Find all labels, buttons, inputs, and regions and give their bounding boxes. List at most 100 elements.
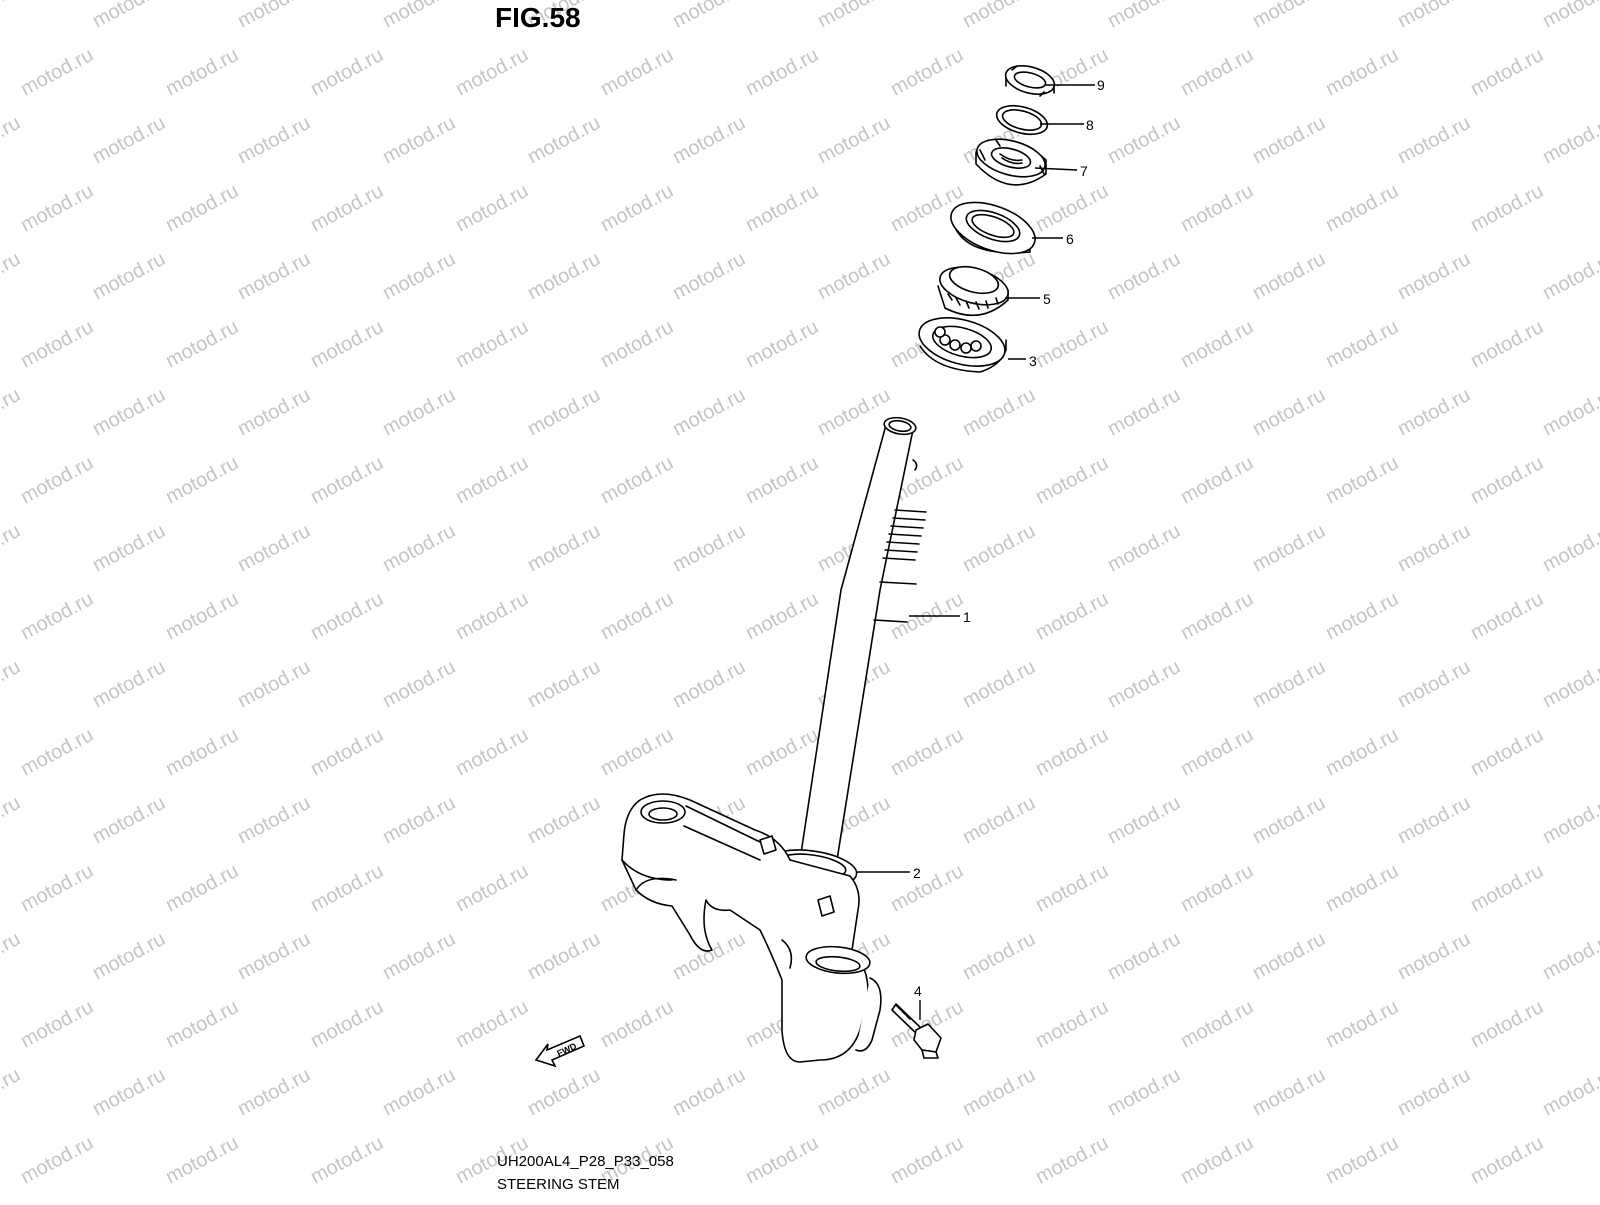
watermark-text: motod.ru: [742, 588, 822, 644]
watermark-text: motod.ru: [1322, 180, 1402, 236]
watermark-text: motod.ru: [17, 316, 97, 372]
watermark-text: motod.ru: [307, 588, 387, 644]
watermark-text: motod.ru: [597, 452, 677, 508]
watermark-text: motod.ru: [742, 1132, 822, 1188]
watermark-text: motod.ru: [887, 724, 967, 780]
watermark-text: motod.ru: [959, 520, 1039, 576]
watermark-text: motod.ru: [814, 0, 894, 32]
callout-2: 2: [913, 865, 921, 881]
watermark-text: motod.ru: [524, 248, 604, 304]
watermark-text: motod.ru: [0, 928, 24, 984]
watermark-text: motod.ru: [234, 520, 314, 576]
watermark-text: motod.ru: [959, 1064, 1039, 1120]
watermark-text: motod.ru: [597, 724, 677, 780]
watermark-text: motod.ru: [1249, 1064, 1329, 1120]
watermark-text: motod.ru: [89, 520, 169, 576]
watermark-text: motod.ru: [162, 452, 242, 508]
watermark-text: motod.ru: [17, 996, 97, 1052]
watermark-text: motod.ru: [17, 588, 97, 644]
watermark-text: motod.ru: [524, 112, 604, 168]
watermark-text: motod.ru: [1394, 520, 1474, 576]
watermark-text: motod.ru: [452, 996, 532, 1052]
watermark-text: motod.ru: [1177, 180, 1257, 236]
watermark-text: motod.ru: [1322, 860, 1402, 916]
watermark-text: motod.ru: [1032, 724, 1112, 780]
watermark-text: motod.ru: [234, 1064, 314, 1120]
watermark-text: motod.ru: [669, 520, 749, 576]
watermark-text: motod.ru: [814, 1064, 894, 1120]
watermark-text: motod.ru: [669, 384, 749, 440]
callout-6: 6: [1066, 231, 1074, 247]
watermark-text: motod.ru: [742, 180, 822, 236]
watermark-text: motod.ru: [1467, 860, 1547, 916]
watermark-text: motod.ru: [1104, 656, 1184, 712]
watermark-text: motod.ru: [162, 1132, 242, 1188]
watermark-text: motod.ru: [162, 588, 242, 644]
watermark-text: motod.ru: [814, 112, 894, 168]
watermark-text: motod.ru: [452, 452, 532, 508]
watermark-text: motod.ru: [234, 928, 314, 984]
watermark-text: motod.ru: [597, 996, 677, 1052]
watermark-text: motod.ru: [307, 316, 387, 372]
watermark-text: motod.ru: [0, 248, 24, 304]
callout-5: 5: [1043, 291, 1051, 307]
watermark-text: motod.ru: [17, 860, 97, 916]
watermark-text: motod.ru: [1032, 1132, 1112, 1188]
watermark-text: motod.ru: [1177, 44, 1257, 100]
watermark-text: motod.ru: [1394, 656, 1474, 712]
watermark-text: motod.ru: [597, 180, 677, 236]
watermark-text: motod.ru: [234, 248, 314, 304]
watermark-text: motod.ru: [17, 1132, 97, 1188]
figure-code: UH200AL4_P28_P33_058: [497, 1153, 674, 1170]
watermark-text: motod.ru: [89, 928, 169, 984]
watermark-text: motod.ru: [1394, 248, 1474, 304]
watermark-text: motod.ru: [669, 928, 749, 984]
watermark-text: motod.ru: [379, 1064, 459, 1120]
callout-1: 1: [963, 609, 971, 625]
watermark-text: motod.ru: [1032, 180, 1112, 236]
watermark-text: motod.ru: [1032, 316, 1112, 372]
watermark-text: motod.ru: [1104, 0, 1184, 32]
watermark-text: motod.ru: [1394, 1064, 1474, 1120]
watermark-text: motod.ru: [89, 112, 169, 168]
watermark-text: motod.ru: [1177, 860, 1257, 916]
watermark-text: motod.ru: [597, 588, 677, 644]
watermark-text: motod.ru: [379, 112, 459, 168]
watermark-text: motod.ru: [1177, 724, 1257, 780]
watermark-text: motod.ru: [234, 112, 314, 168]
watermark-text: motod.ru: [162, 180, 242, 236]
watermark-text: motod.ru: [307, 996, 387, 1052]
watermark-text: motod.ru: [1322, 724, 1402, 780]
watermark-text: motod.ru: [1104, 520, 1184, 576]
watermark-text: motod.ru: [524, 792, 604, 848]
watermark-text: motod.ru: [17, 44, 97, 100]
watermark-text: motod.ru: [1104, 384, 1184, 440]
watermark-text: motod.ru: [959, 384, 1039, 440]
part-3-lower-bearing[interactable]: [914, 309, 1010, 374]
watermark-text: motod.ru: [379, 0, 459, 32]
watermark-text: motod.ru: [1394, 112, 1474, 168]
watermark-text: motod.ru: [742, 724, 822, 780]
watermark-text: motod.ru: [162, 724, 242, 780]
watermark-text: motod.ru: [162, 996, 242, 1052]
watermark-text: motod.ru: [1249, 520, 1329, 576]
watermark-text: motod.ru: [742, 452, 822, 508]
watermark-text: motod.ru: [379, 656, 459, 712]
watermark-text: motod.ru: [1177, 1132, 1257, 1188]
watermark-text: motod.ru: [1467, 996, 1547, 1052]
watermark-text: motod.ru: [307, 44, 387, 100]
watermark-text: motod.ru: [89, 0, 169, 32]
watermark-text: motod.ru: [0, 520, 24, 576]
watermark-text: motod.ru: [452, 588, 532, 644]
watermark-text: motod.ru: [1104, 248, 1184, 304]
watermark-text: motod.ru: [0, 792, 24, 848]
watermark-text: motod.ru: [1249, 792, 1329, 848]
watermark-text: motod.ru: [307, 1132, 387, 1188]
figure-title: FIG.58: [495, 2, 581, 34]
watermark-text: motod.ru: [379, 792, 459, 848]
watermark-text: motod.ru: [959, 0, 1039, 32]
watermark-text: motod.ru: [17, 180, 97, 236]
watermark-text: motod.ru: [1104, 792, 1184, 848]
